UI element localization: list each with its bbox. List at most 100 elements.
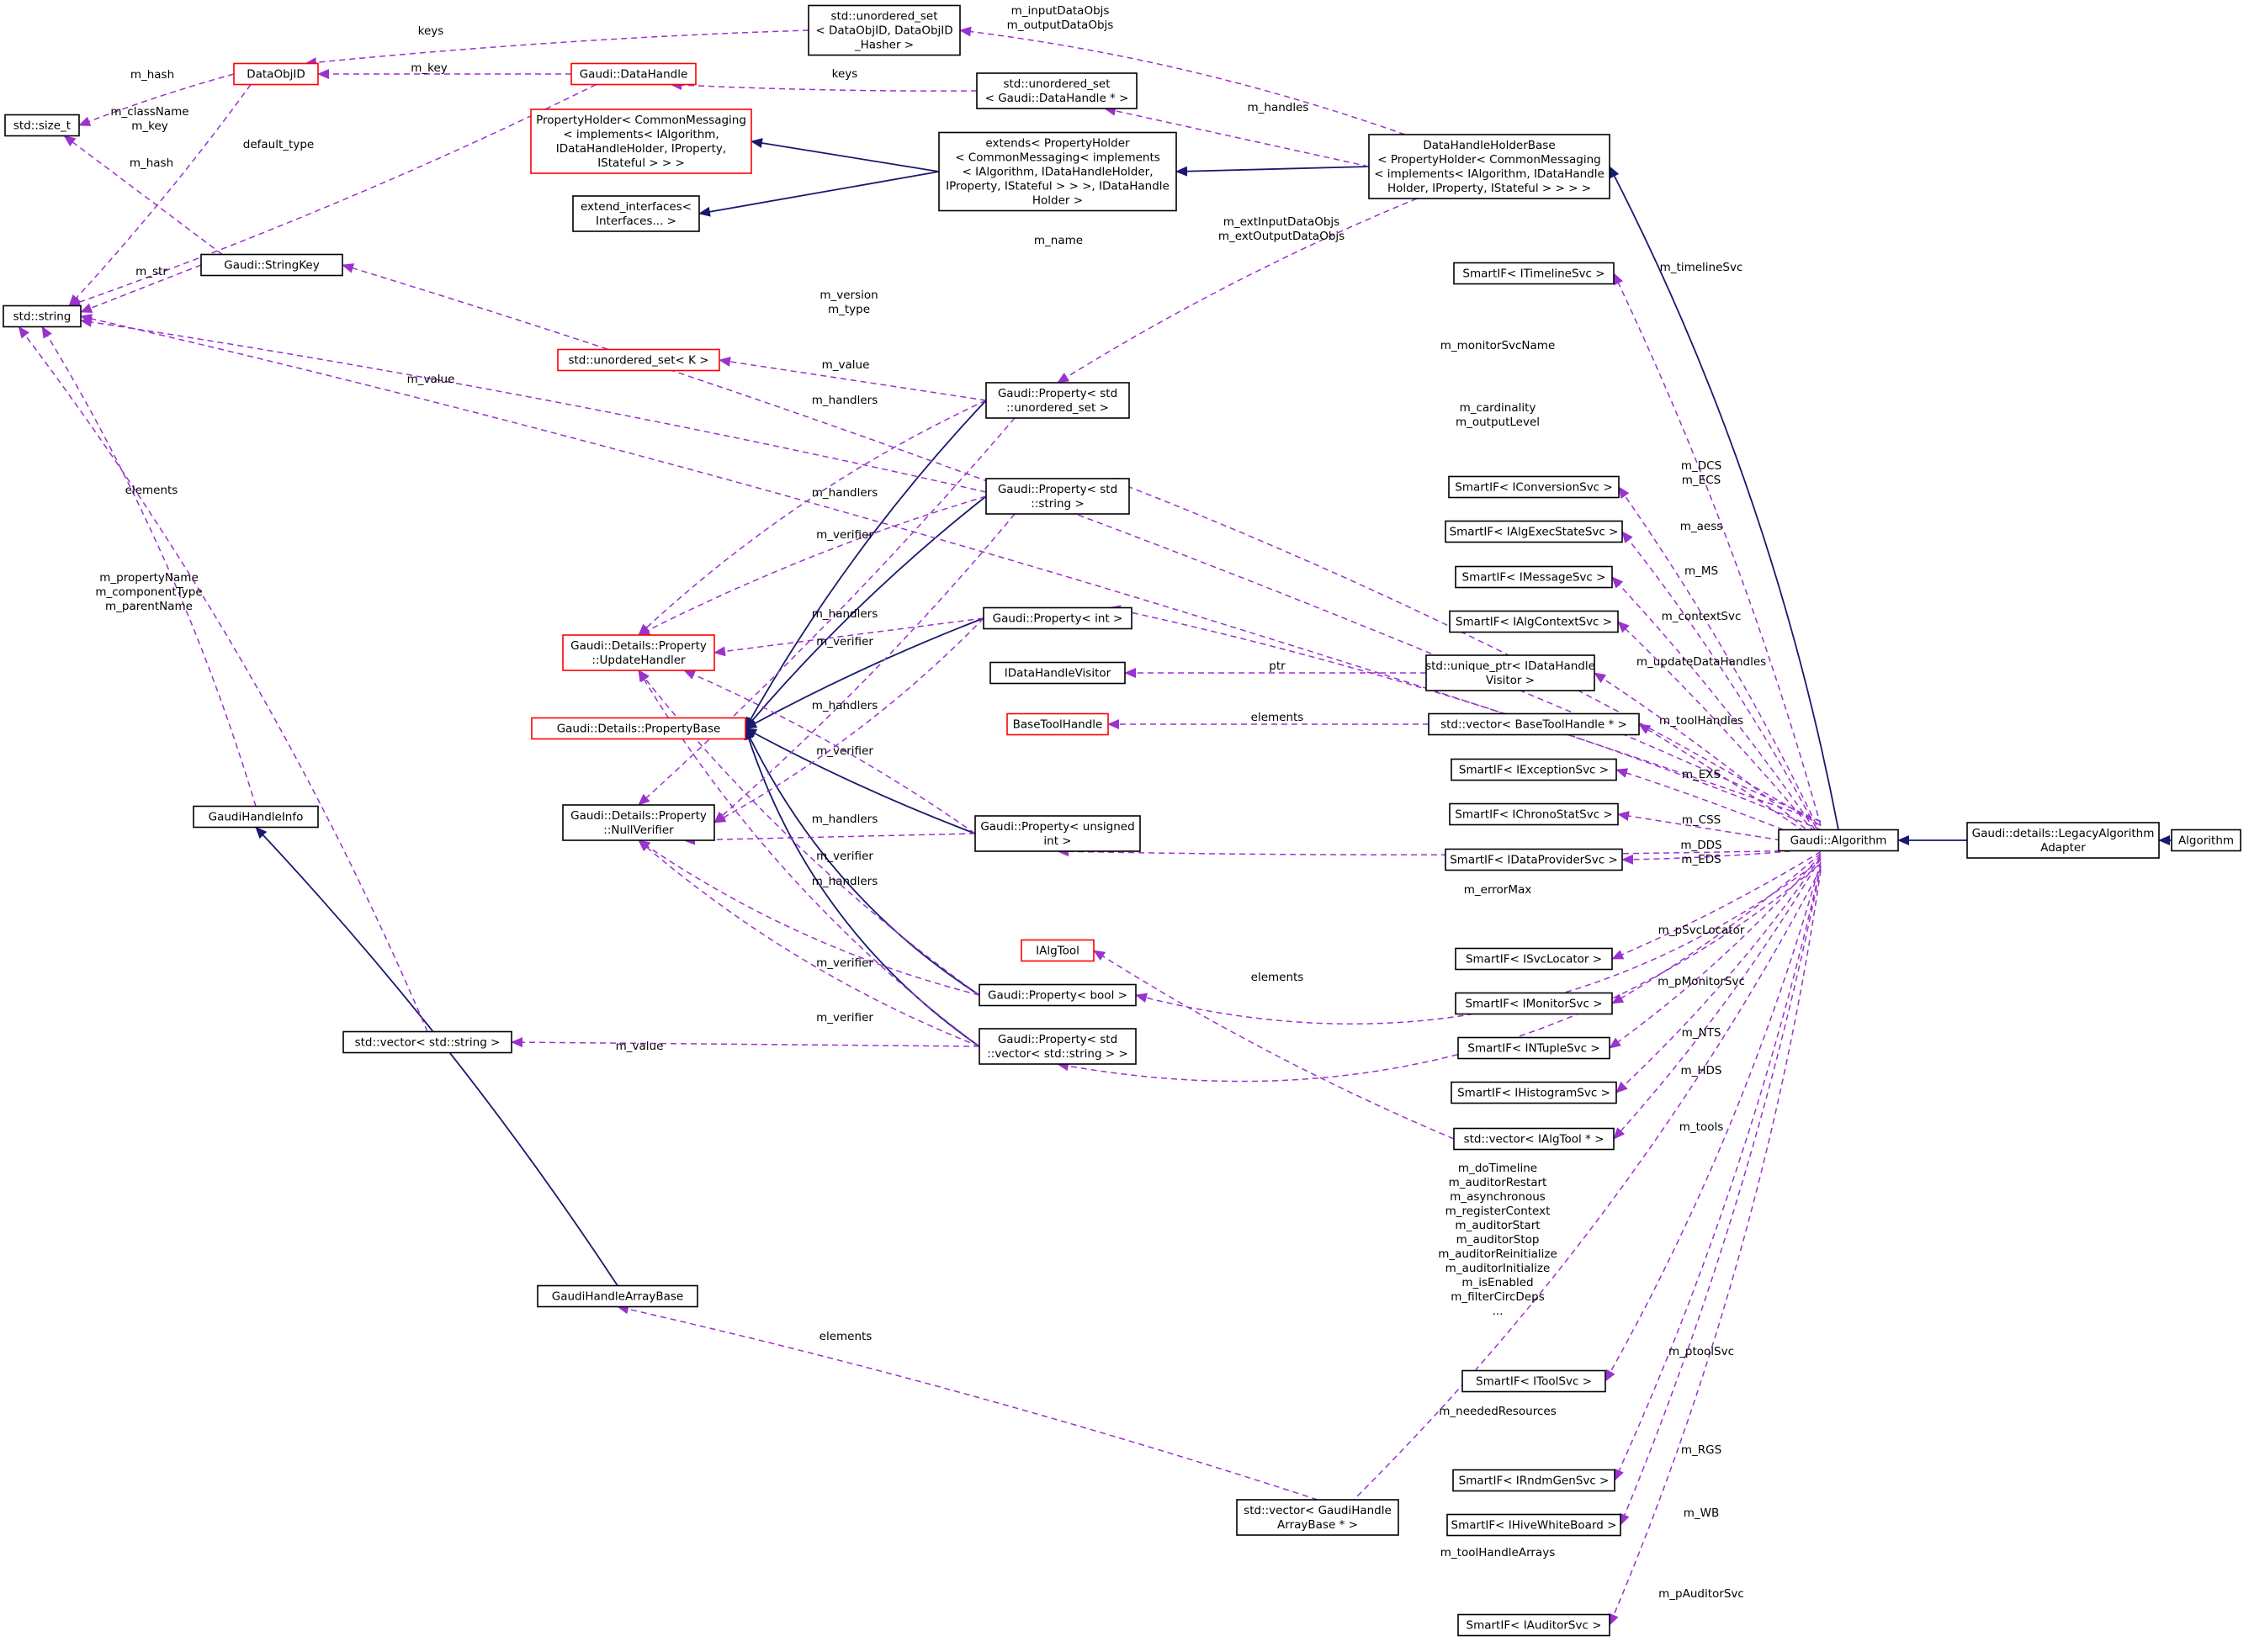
node-prop-string[interactable]: Gaudi::Property< std::string > [985,478,1130,515]
edge-label-m-extInputDataObjs: m_extInputDataObjs [1223,215,1339,229]
node-ialgtool[interactable]: IAlgTool [1021,939,1095,962]
node-smartif-ialgcontextsvc[interactable]: SmartIF< IAlgContextSvc > [1449,610,1619,633]
usage-edge-26 [342,263,1822,823]
inheritance-edge-6 [745,400,987,729]
node-basetoolhandle[interactable]: BaseToolHandle [1006,712,1109,736]
node-box [1428,712,1640,736]
node-updatehandler[interactable]: Gaudi::Details::Property::UpdateHandler [562,634,715,671]
inheritance-edge-10 [745,728,980,996]
node-smartif-imonitorsvc[interactable]: SmartIF< IMonitorSvc > [1455,992,1613,1015]
node-smartif-iauditorsvc[interactable]: SmartIF< IAuditorSvc > [1457,1613,1610,1637]
node-string[interactable]: std::string [3,304,82,328]
node-idatahandlevisitor[interactable]: IDataHandleVisitor [989,661,1126,685]
node-prop-unordered-set[interactable]: Gaudi::Property< std::unordered_set > [985,382,1130,419]
edge-label-m-contextSvc: m_contextSvc [1662,610,1742,623]
usage-edge-63 [1613,858,1822,1140]
node-unordered-set-datahandle[interactable]: std::unordered_set< Gaudi::DataHandle * … [976,72,1138,109]
node-label-line: SmartIF< IExceptionSvc > [1459,764,1609,777]
node-datahandle[interactable]: Gaudi::DataHandle [570,62,697,86]
edge-label-m-toolHandleArrays: m_toolHandleArrays [1440,1546,1555,1559]
node-stringkey[interactable]: Gaudi::StringKey [200,253,343,277]
node-algorithm[interactable]: Algorithm [2171,829,2241,852]
node-box [976,72,1138,109]
usage-edge-35 [638,495,987,636]
edge-label-m-handlers-3: m_handlers [812,607,878,621]
node-smartif-ialgexecstatesvc[interactable]: SmartIF< IAlgExecStateSvc > [1445,520,1623,543]
node-vector-basetoolhandle[interactable]: std::vector< BaseToolHandle * > [1428,712,1640,736]
inheritance-edge-3 [1175,166,1370,177]
node-label-line: GaudiHandleInfo [209,811,304,824]
node-prop-vector-string[interactable]: Gaudi::Property< std::vector< std::strin… [979,1028,1137,1065]
node-propertyholder-cm[interactable]: PropertyHolder< CommonMessaging< impleme… [530,109,752,174]
node-gaudihandleinfo[interactable]: GaudiHandleInfo [193,805,319,829]
node-smartif-itimelinesvc[interactable]: SmartIF< ITimelineSvc > [1453,262,1615,285]
node-smartif-ihistogramsvc[interactable]: SmartIF< IHistogramSvc > [1451,1081,1617,1104]
usage-edge-55 [1611,850,1822,960]
usage-edge-61 [1609,855,1822,1049]
node-gaudihandlearraybase[interactable]: GaudiHandleArrayBase [537,1284,698,1308]
node-vector-ialgtool[interactable]: std::vector< IAlgTool * > [1453,1127,1615,1151]
node-prop-bool[interactable]: Gaudi::Property< bool > [979,983,1137,1007]
node-label-line: < implements< IAlgorithm, [563,128,719,141]
node-size-t[interactable]: std::size_t [4,114,80,137]
node-box [200,253,343,277]
node-smartif-ihivewhiteboard[interactable]: SmartIF< IHiveWhiteBoard > [1446,1513,1621,1537]
node-box [1449,802,1619,826]
node-label-line: IDataHandleVisitor [1005,667,1111,680]
node-unordered-set-k[interactable]: std::unordered_set< K > [557,348,720,372]
node-label-line: std::unordered_set [830,10,937,24]
node-smartif-isvclocator[interactable]: SmartIF< ISvcLocator > [1455,947,1613,971]
usage-edge-41 [713,513,1016,823]
node-label-line: SmartIF< IToolSvc > [1476,1375,1592,1389]
node-smartif-idataprovidersvc[interactable]: SmartIF< IDataProviderSvc > [1445,848,1623,871]
edge-label-m-DDS: m_EDS [1681,853,1721,866]
node-smartif-intuplesvc[interactable]: SmartIF< INTupleSvc > [1457,1036,1610,1060]
node-label-line: PropertyHolder< CommonMessaging [536,114,746,127]
edge-label-m-version: m_type [828,303,870,316]
edge-label-m-tools: m_tools [1679,1120,1724,1134]
node-label-line: Gaudi::Property< int > [993,612,1123,626]
edge-label-m-key: m_key [411,61,448,75]
node-label-line: Holder > [1032,194,1083,208]
node-box [985,478,1130,515]
node-vector-string[interactable]: std::vector< std::string > [342,1030,512,1054]
usage-edge-15 [78,73,235,126]
node-unique-ptr-idatahandlevisitor[interactable]: std::unique_ptr< IDataHandleVisitor > [1425,654,1595,691]
node-vector-gaudihandlearraybase[interactable]: std::vector< GaudiHandleArrayBase * > [1236,1499,1399,1536]
node-smartif-ichronostatsvc[interactable]: SmartIF< IChronoStatSvc > [1449,802,1619,826]
node-box [1966,822,2160,859]
node-box [537,1284,698,1308]
node-propertybase[interactable]: Gaudi::Details::PropertyBase [531,717,746,740]
node-label-line: Holder, IProperty, IStateful > > > > [1387,182,1591,195]
node-nullverifier[interactable]: Gaudi::Details::Property::NullVerifier [562,804,715,841]
node-unordered-set-dataobjid[interactable]: std::unordered_set< DataObjID, DataObjID… [808,4,961,56]
node-extend-interfaces[interactable]: extend_interfaces<Interfaces... > [572,195,700,232]
edge-label-m-propertyName: m_propertyName [99,571,199,585]
node-dataobjid[interactable]: DataObjID [233,62,319,86]
node-label-line: ::NullVerifier [603,823,674,837]
edge-label-elements-basetoolhandle: elements [1251,711,1304,724]
node-label-line: < IAlgorithm, IDataHandleHolder, [963,166,1154,179]
edge-label-m-CSS: m_CSS [1682,813,1721,827]
node-smartif-iconversionsvc[interactable]: SmartIF< IConversionSvc > [1448,475,1620,499]
usage-edge-47 [713,617,984,823]
node-box [193,805,319,829]
node-datahandleholderbase[interactable]: DataHandleHolderBase< PropertyHolder< Co… [1368,134,1610,199]
node-label-line: Gaudi::Details::PropertyBase [557,723,721,736]
node-extends-ph[interactable]: extends< PropertyHolder< CommonMessaging… [938,131,1177,212]
node-gaudi-algorithm[interactable]: Gaudi::Algorithm [1778,829,1899,852]
edge-label-m-version: m_version [820,289,878,302]
node-label-line: IProperty, IStateful > > >, IDataHandle [946,180,1170,193]
node-smartif-irndmgensvc[interactable]: SmartIF< IRndmGenSvc > [1452,1469,1615,1492]
node-smartif-imessagesvc[interactable]: SmartIF< IMessageSvc > [1455,565,1613,589]
node-smartif-itoolsvc[interactable]: SmartIF< IToolSvc > [1461,1369,1606,1393]
usage-edge-18 [63,135,223,256]
node-box [1451,1081,1617,1104]
edge-label-m-pSvcLocator: m_pSvcLocator [1658,924,1745,937]
node-prop-int[interactable]: Gaudi::Property< int > [983,606,1132,630]
node-smartif-iexceptionsvc[interactable]: SmartIF< IExceptionSvc > [1451,758,1617,781]
edge-label-m-MS: m_MS [1684,564,1718,578]
